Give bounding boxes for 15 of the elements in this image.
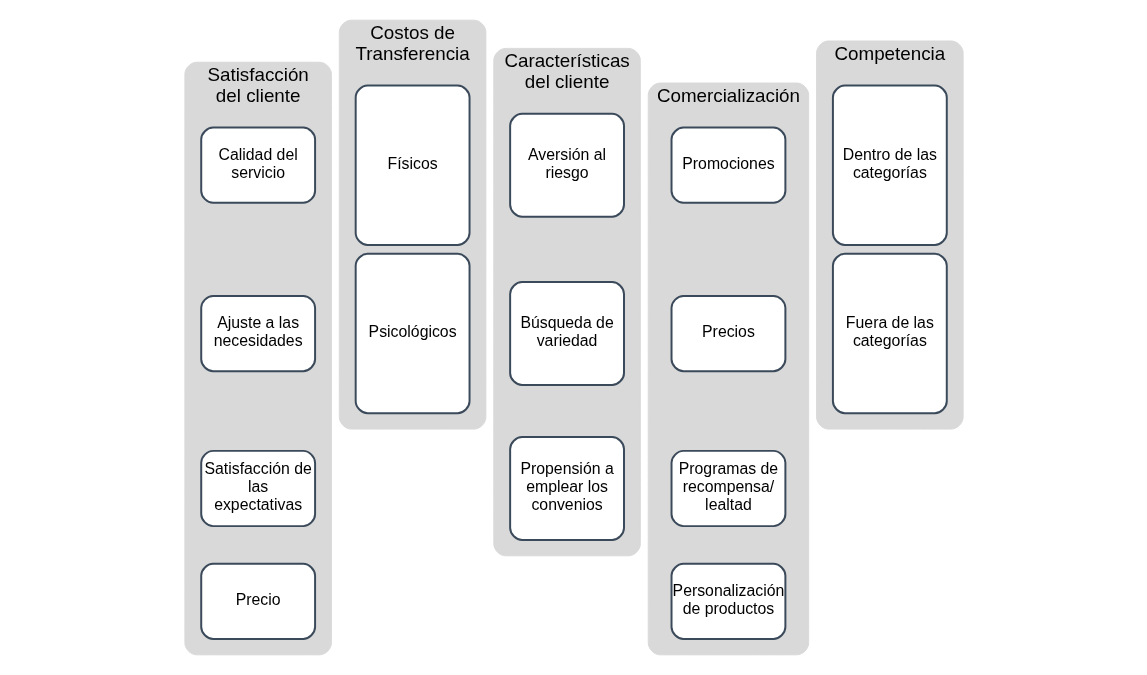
node-box: Dentro de las categorías xyxy=(831,84,948,246)
node-box: Precio xyxy=(199,562,316,640)
node-box: Búsqueda de variedad xyxy=(508,281,625,386)
node-box: Físicos xyxy=(354,84,471,246)
node-box: Personalización de productos xyxy=(670,562,786,640)
node-box: Precios xyxy=(670,294,786,373)
node-box: Fuera de las categorías xyxy=(831,252,948,415)
node-box: Propensión a emplear los convenios xyxy=(508,436,625,541)
node-box: Calidad del servicio xyxy=(199,126,316,204)
node-box: Aversión al riesgo xyxy=(508,112,625,218)
node-box: Psicológicos xyxy=(354,252,471,415)
node-box: Programas de recompensa/ lealtad xyxy=(670,449,786,528)
node-box: Satisfacción de las expectativas xyxy=(199,449,316,528)
node-box: Ajuste a las necesidades xyxy=(199,294,316,373)
node-box: Promociones xyxy=(670,126,786,204)
